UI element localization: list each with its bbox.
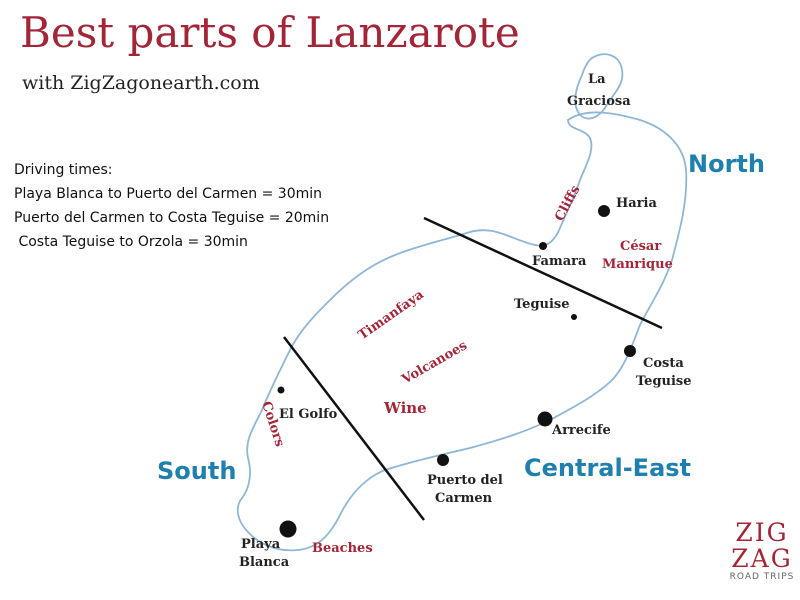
region-central-east-label: Central-East	[524, 454, 691, 482]
lanzarote-coastline	[236, 111, 688, 552]
el-golfo-dot	[277, 386, 285, 394]
driving-times-heading: Driving times:	[14, 162, 113, 178]
cesar-manrique-label: César	[620, 239, 661, 254]
arrecife-dot	[537, 411, 553, 427]
logo-line-3: ROAD TRIPS	[729, 572, 795, 582]
volcanoes-label: Volcanoes	[399, 338, 470, 388]
famara-label: Famara	[532, 254, 587, 269]
teguise-dot	[571, 314, 577, 320]
map-title: Best parts of Lanzarote	[20, 8, 520, 57]
region-north-label: North	[688, 150, 765, 178]
haria-label: Haria	[616, 196, 657, 211]
beaches-label: Beaches	[312, 541, 373, 556]
costa-teguise-label: Costa	[643, 356, 684, 371]
north-divider-line	[423, 216, 663, 330]
wine-label: Wine	[383, 399, 427, 417]
map-subtitle: with ZigZagonearth.com	[22, 72, 260, 94]
driving-time-line: Puerto del Carmen to Costa Teguise = 20m…	[14, 210, 330, 226]
puerto-del-carmen-dot	[437, 454, 449, 466]
playa-blanca-dot	[279, 520, 297, 538]
puerto-del-carmen-label: Puerto del	[427, 473, 503, 488]
costa-teguise-dot	[624, 345, 636, 357]
la-graciosa-coastline	[574, 53, 624, 120]
playa-blanca-label: Playa	[241, 537, 281, 552]
cesar-manrique-label: Manrique	[602, 257, 673, 272]
south-divider-line	[283, 336, 425, 521]
region-south-label: South	[157, 457, 236, 485]
la-graciosa-label: La	[588, 72, 606, 87]
timanfaya-label: Timanfaya	[356, 287, 428, 343]
cliffs-label: Cliffs	[552, 183, 583, 224]
haria-dot	[598, 205, 610, 217]
la-graciosa-label: Graciosa	[567, 94, 631, 109]
driving-time-line: Costa Teguise to Orzola = 30min	[14, 234, 248, 250]
costa-teguise-label: Teguise	[636, 374, 692, 389]
driving-time-line: Playa Blanca to Puerto del Carmen = 30mi…	[14, 186, 323, 202]
el-golfo-label: El Golfo	[279, 407, 338, 422]
arrecife-label: Arrecife	[551, 423, 611, 438]
puerto-del-carmen-label: Carmen	[435, 491, 493, 506]
logo-line-2: ZAG	[731, 544, 793, 573]
logo-line-1: ZIG	[735, 518, 789, 547]
famara-dot	[539, 242, 547, 250]
zigzag-logo: ZIG ZAG ROAD TRIPS	[728, 518, 796, 583]
teguise-label: Teguise	[514, 297, 570, 312]
driving-times-box: Driving times: Playa Blanca to Puerto de…	[14, 158, 329, 254]
playa-blanca-label: Blanca	[239, 555, 290, 570]
